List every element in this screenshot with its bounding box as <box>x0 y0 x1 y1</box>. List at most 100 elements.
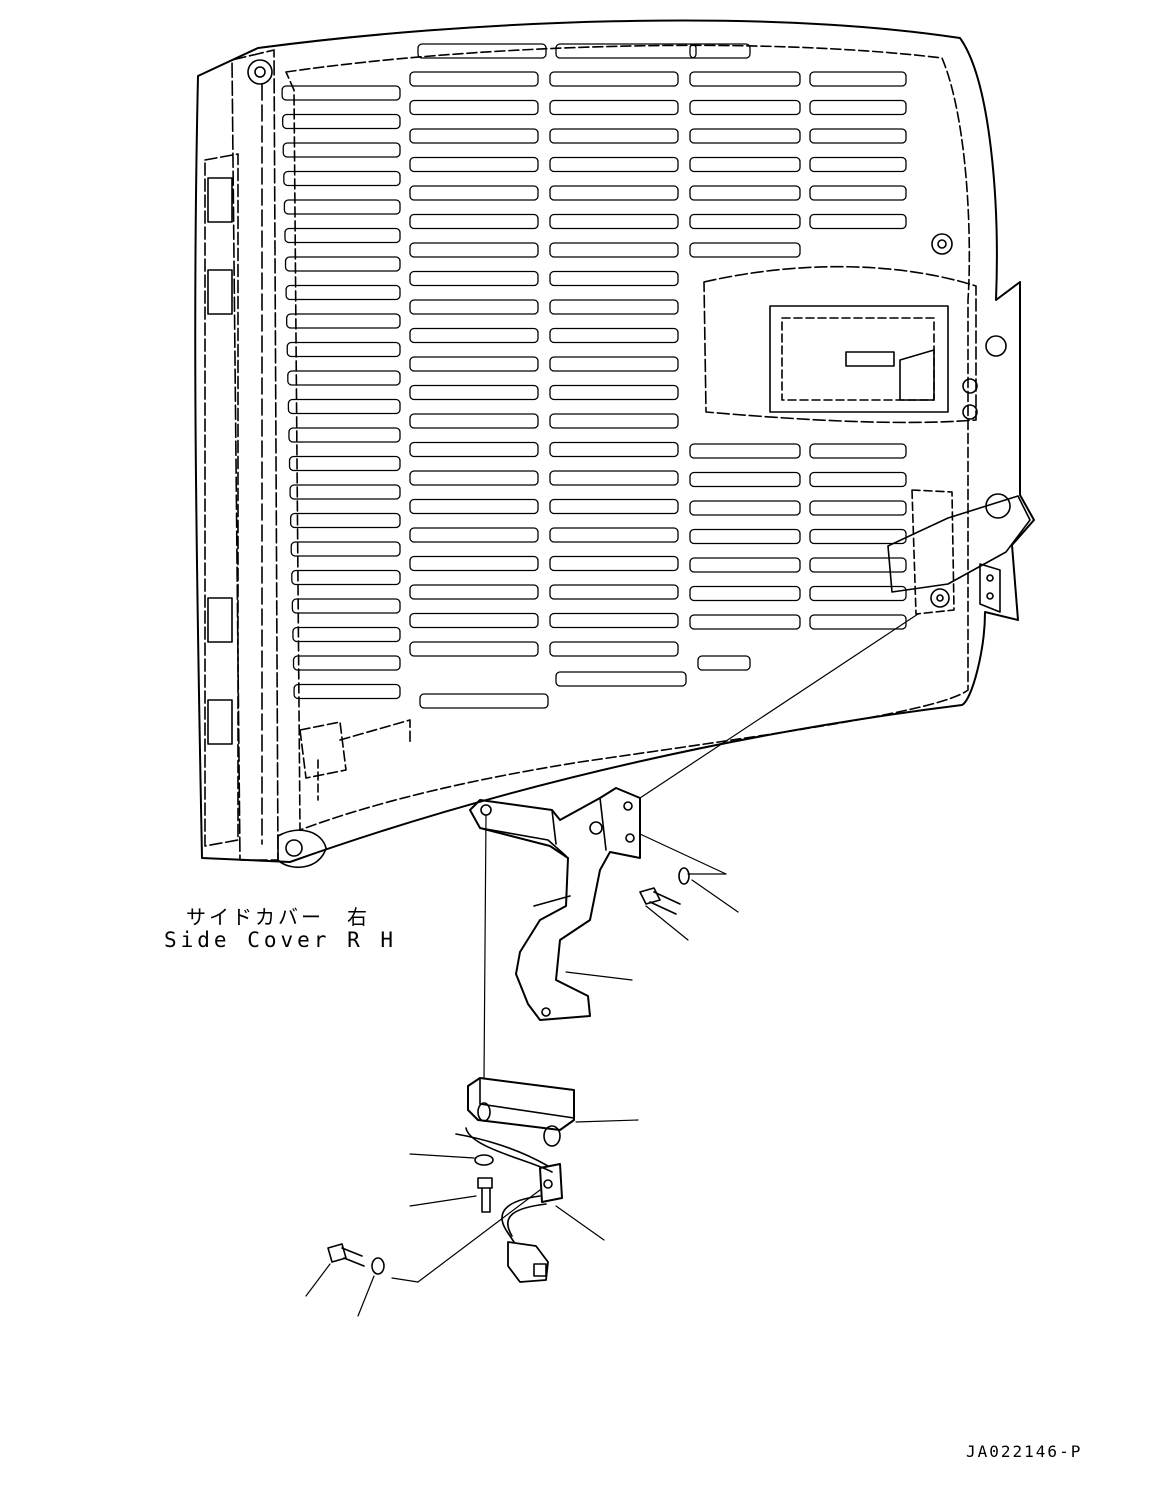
side-cover-label-english: Side Cover R H <box>164 928 398 952</box>
grille-slot <box>284 256 401 272</box>
grille-slot <box>409 470 539 486</box>
grille-slot <box>293 683 401 700</box>
grille-slot <box>290 512 401 529</box>
grille-slot <box>549 270 679 287</box>
grille-slot <box>809 128 907 144</box>
grille-slot <box>549 612 679 629</box>
grille-slot <box>809 471 907 488</box>
grille-slot <box>289 484 401 500</box>
grille-slot <box>555 43 697 59</box>
grille-slot <box>549 299 679 315</box>
grille-slot <box>549 470 679 486</box>
grille-slot <box>689 71 801 87</box>
grille-slot <box>689 242 801 258</box>
grille-slot <box>549 99 679 116</box>
grille-slot <box>409 242 539 258</box>
grille-slot <box>549 356 679 372</box>
grille-slot <box>809 443 907 459</box>
grille-slot <box>689 614 801 630</box>
grille-slot <box>409 156 539 173</box>
sensor-harness <box>455 1127 563 1283</box>
grille-slot <box>549 384 679 401</box>
grille-slot <box>549 584 679 600</box>
grille-slot <box>419 693 549 709</box>
grille-slot <box>283 199 401 215</box>
grille-slot <box>809 156 907 173</box>
grille-slot <box>287 370 401 386</box>
grille-slot <box>409 612 539 629</box>
grille-slot <box>409 71 539 87</box>
grille-slot <box>549 156 679 173</box>
grille-slot <box>689 128 801 144</box>
grille-slot <box>549 71 679 87</box>
grille-slot <box>689 500 801 516</box>
grille-slot <box>409 527 539 543</box>
grille-slot <box>697 655 751 671</box>
drawing-number: JA022146-P <box>966 1442 1083 1461</box>
grille-slot <box>409 441 539 458</box>
grille-slot <box>409 555 539 572</box>
grille-slot <box>288 455 401 472</box>
grille-slot <box>549 413 679 429</box>
grille-slot <box>689 585 801 602</box>
grille-slot <box>409 384 539 401</box>
grille-slot <box>409 584 539 600</box>
grille-slot <box>290 541 401 557</box>
grille-slot <box>549 555 679 572</box>
grille-slot <box>292 626 401 643</box>
grille-slot <box>409 270 539 287</box>
grille-slot <box>809 500 907 516</box>
grille-slot <box>286 341 401 358</box>
grille-slot <box>809 99 907 116</box>
grille-slot <box>689 99 801 116</box>
fasteners <box>327 867 690 1275</box>
grille-slot <box>689 185 801 201</box>
grille-slot <box>409 128 539 144</box>
grille-slot <box>291 569 401 586</box>
grille-slot <box>409 498 539 515</box>
grille-slot <box>689 443 801 459</box>
grille-slot <box>549 213 679 230</box>
grille-slot <box>555 671 687 687</box>
grille-slot <box>689 471 801 488</box>
grille-slot <box>409 641 539 657</box>
grille-slot <box>282 142 401 158</box>
grille-slot <box>292 655 401 671</box>
grille-slot <box>809 185 907 201</box>
grille-slot <box>549 498 679 515</box>
grille-slot <box>689 528 801 545</box>
grille-slot <box>689 43 751 59</box>
grille-slot <box>291 598 401 614</box>
grille-slot <box>809 71 907 87</box>
grille-slot <box>284 227 401 244</box>
grille-slot <box>809 213 907 230</box>
grille-slot <box>287 398 401 415</box>
grille-slot <box>409 213 539 230</box>
grille-slot <box>549 641 679 657</box>
grille-slot <box>282 113 401 130</box>
grille-slot <box>409 327 539 344</box>
side-cover-label-japanese: サイドカバー 右 <box>186 905 370 929</box>
grille-slot <box>549 441 679 458</box>
grille-slot <box>288 427 401 443</box>
grille-slot <box>286 313 401 329</box>
grille-slot <box>409 299 539 315</box>
grille-slot <box>285 284 401 301</box>
grille-slot <box>549 185 679 201</box>
grille-slot <box>409 356 539 372</box>
grille-slot <box>809 614 907 630</box>
grille-slot <box>689 213 801 230</box>
grille-slot <box>283 170 401 187</box>
grille-slot <box>809 557 907 573</box>
grille-slot <box>281 85 401 101</box>
side-cover <box>194 19 1035 868</box>
grille-slot <box>689 557 801 573</box>
grille-slot <box>689 156 801 173</box>
grille-slot <box>409 185 539 201</box>
grille-slot <box>409 99 539 116</box>
grille-slot <box>809 585 907 602</box>
sensor-bracket <box>467 1077 575 1147</box>
bracket <box>469 787 641 1021</box>
